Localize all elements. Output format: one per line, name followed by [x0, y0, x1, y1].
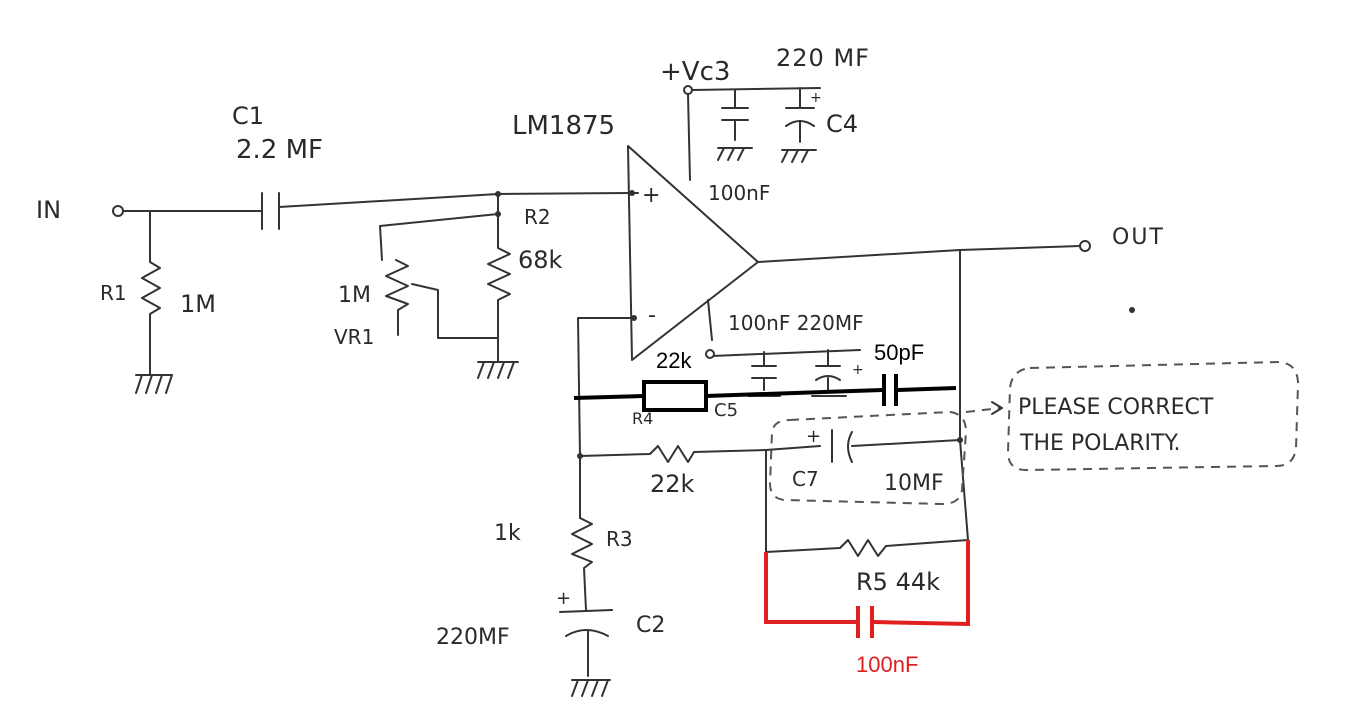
ground-symbol-c4 [781, 149, 817, 163]
note-balloon [1006, 360, 1300, 472]
stray-dot [1129, 307, 1135, 313]
ground-symbol-c2 [571, 679, 611, 697]
label-r5-value: R5 44k [856, 568, 940, 596]
lm1875-opamp [627, 145, 759, 361]
c7-highlight-box [768, 410, 968, 506]
note-line1: PLEASE CORRECT [1018, 395, 1214, 420]
label-out: OUT [1112, 225, 1165, 250]
label-fb-22k: 22k [650, 470, 695, 498]
out-terminal [1079, 240, 1091, 252]
label-minus-pin: - [648, 303, 656, 328]
label-plus-pin: + [642, 183, 660, 208]
c2-capacitor [559, 609, 613, 677]
vr1-wiper [411, 283, 499, 339]
label-red-100nf: 100nF [856, 652, 918, 677]
added-100nf-capacitor [856, 606, 874, 638]
label-c2-name: C2 [636, 613, 665, 638]
added-22k-resistor [642, 380, 708, 412]
opamp-output [757, 245, 1081, 263]
added-bold-wire [573, 386, 957, 400]
ground-symbol-r2 [477, 361, 519, 379]
c1-capacitor [261, 192, 280, 230]
label-chip: LM1875 [512, 111, 615, 141]
r5-resistor [765, 539, 969, 557]
label-r4-name: R4 [632, 409, 653, 428]
label-c7-plus: + [806, 426, 821, 447]
r4-resistor [579, 445, 767, 463]
ground-symbol-c3 [717, 147, 753, 161]
label-typed-22k: 22k [656, 348, 692, 373]
vr1-potentiometer [385, 259, 409, 336]
wire-c1-to-plus [278, 192, 631, 208]
label-c4-plus: + [810, 90, 822, 106]
r2-resistor [487, 193, 511, 363]
label-c2-plus: + [556, 588, 571, 609]
junction-c7-right [957, 437, 963, 443]
label-decoup-bottom: 100nF 220MF [728, 311, 864, 335]
r3-resistor [571, 517, 593, 611]
plus-pin [629, 190, 635, 196]
label-r3-name: R3 [606, 527, 633, 551]
c5-capacitors [751, 349, 841, 393]
wire-minus-to-feedback [577, 317, 635, 519]
label-c4-name: C4 [826, 110, 858, 138]
vc3-terminal [683, 85, 693, 95]
label-c1-name: C1 [232, 102, 264, 130]
wire-vr1-top [379, 213, 499, 261]
label-c2-value: 220MF [436, 625, 510, 650]
label-in: IN [36, 196, 61, 224]
r1-resistor [141, 210, 161, 376]
label-c5-plus: + [852, 362, 864, 378]
label-c4-value: 220 MF [776, 44, 870, 72]
note-line2: THE POLARITY. [1019, 431, 1180, 456]
label-c1-value: 2.2 MF [236, 135, 323, 165]
label-typed-50pf: 50pF [874, 340, 924, 365]
added-red-wire [764, 540, 970, 627]
label-decoup-top: 100nF [708, 181, 770, 205]
label-vr1-value: 1M [338, 283, 371, 308]
label-vr1-name: VR1 [334, 325, 374, 349]
c7-capacitor [765, 429, 961, 463]
wire-supply-top [687, 87, 821, 181]
label-r1-name: R1 [100, 281, 127, 305]
added-50pf-capacitor [882, 374, 898, 406]
label-r1-value: 1M [180, 290, 216, 318]
label-c7-value: 10MF [884, 471, 944, 496]
wire-supply-bottom [707, 299, 861, 357]
note-pointer-arrow [965, 407, 1001, 413]
wire-c7-right [959, 249, 969, 541]
label-vc3: +Vc3 [660, 57, 730, 87]
label-r2-name: R2 [524, 205, 551, 229]
c3-capacitor [721, 89, 749, 141]
arrow-head [991, 401, 1003, 415]
in-terminal [112, 205, 124, 217]
label-r3-value: 1k [494, 521, 521, 546]
vc-minus-terminal [705, 349, 715, 359]
c4-capacitor [785, 87, 815, 143]
label-c5-name: C5 [714, 400, 738, 421]
label-r2-value: 68k [518, 246, 563, 274]
ground-symbol-r1 [135, 374, 173, 394]
label-c7-name: C7 [792, 467, 819, 491]
